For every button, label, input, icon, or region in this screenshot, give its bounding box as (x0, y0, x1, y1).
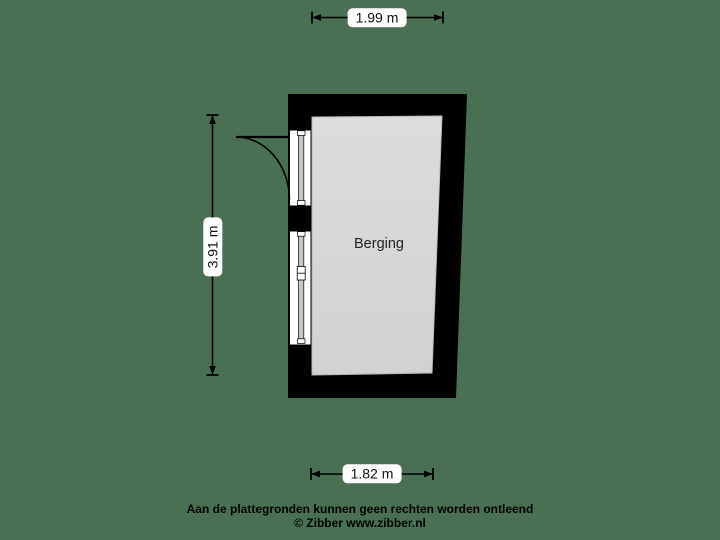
footer: Aan de plattegronden kunnen geen rechten… (0, 502, 720, 530)
room-label: Berging (354, 236, 404, 252)
dimension-label-top: 1.99 m (347, 7, 407, 28)
window-icon (289, 230, 312, 346)
dimension-label-bottom: 1.82 m (342, 464, 402, 484)
dimension-label-left: 3.91 m (202, 217, 223, 277)
footer-copyright: © Zibber www.zibber.nl (294, 516, 426, 531)
footer-disclaimer: Aan de plattegronden kunnen geen rechten… (186, 502, 534, 516)
room-floor (311, 115, 443, 376)
door-swing-icon (235, 135, 291, 201)
door-icon (289, 129, 312, 207)
